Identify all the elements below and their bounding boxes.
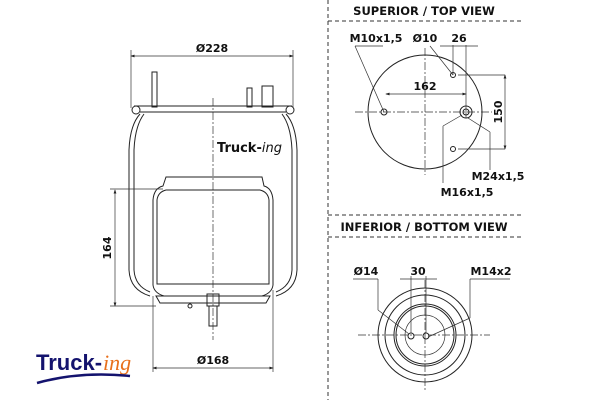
side-view: Ø228 Truck-ing 164 Ø168 (101, 42, 298, 372)
label-center-fitting: M24x1,5 (472, 170, 525, 183)
svg-text:Truck-: Truck- (36, 350, 102, 375)
label-offset: 26 (451, 32, 467, 45)
label-bottom-offset: 30 (410, 265, 426, 278)
label-left-stud: M10x1,5 (350, 32, 403, 45)
label-bottom-hole: Ø14 (354, 265, 379, 278)
label-hole: Ø10 (413, 32, 438, 45)
label-spacing-h: 162 (414, 80, 437, 93)
svg-text:ing: ing (103, 350, 131, 375)
section-dividers (327, 0, 522, 400)
dim-bottom-diameter: Ø168 (197, 354, 229, 367)
brand-logo: Truck- ing (36, 350, 131, 385)
label-spacing-v: 150 (492, 100, 505, 123)
bottom-view: INFERIOR / BOTTOM VIEW Ø14 30 M14x2 (340, 220, 512, 392)
label-bottom-thread: M14x2 (470, 265, 511, 278)
label-center-thread: M16x1,5 (441, 186, 494, 199)
dim-top-diameter: Ø228 (196, 42, 228, 55)
top-view-title: SUPERIOR / TOP VIEW (353, 4, 495, 18)
top-view: SUPERIOR / TOP VIEW M10x1,5 Ø10 26 162 1… (350, 4, 525, 199)
bottom-view-title: INFERIOR / BOTTOM VIEW (340, 220, 507, 234)
body-logo: Truck-ing (217, 141, 282, 156)
dim-height: 164 (101, 236, 114, 259)
